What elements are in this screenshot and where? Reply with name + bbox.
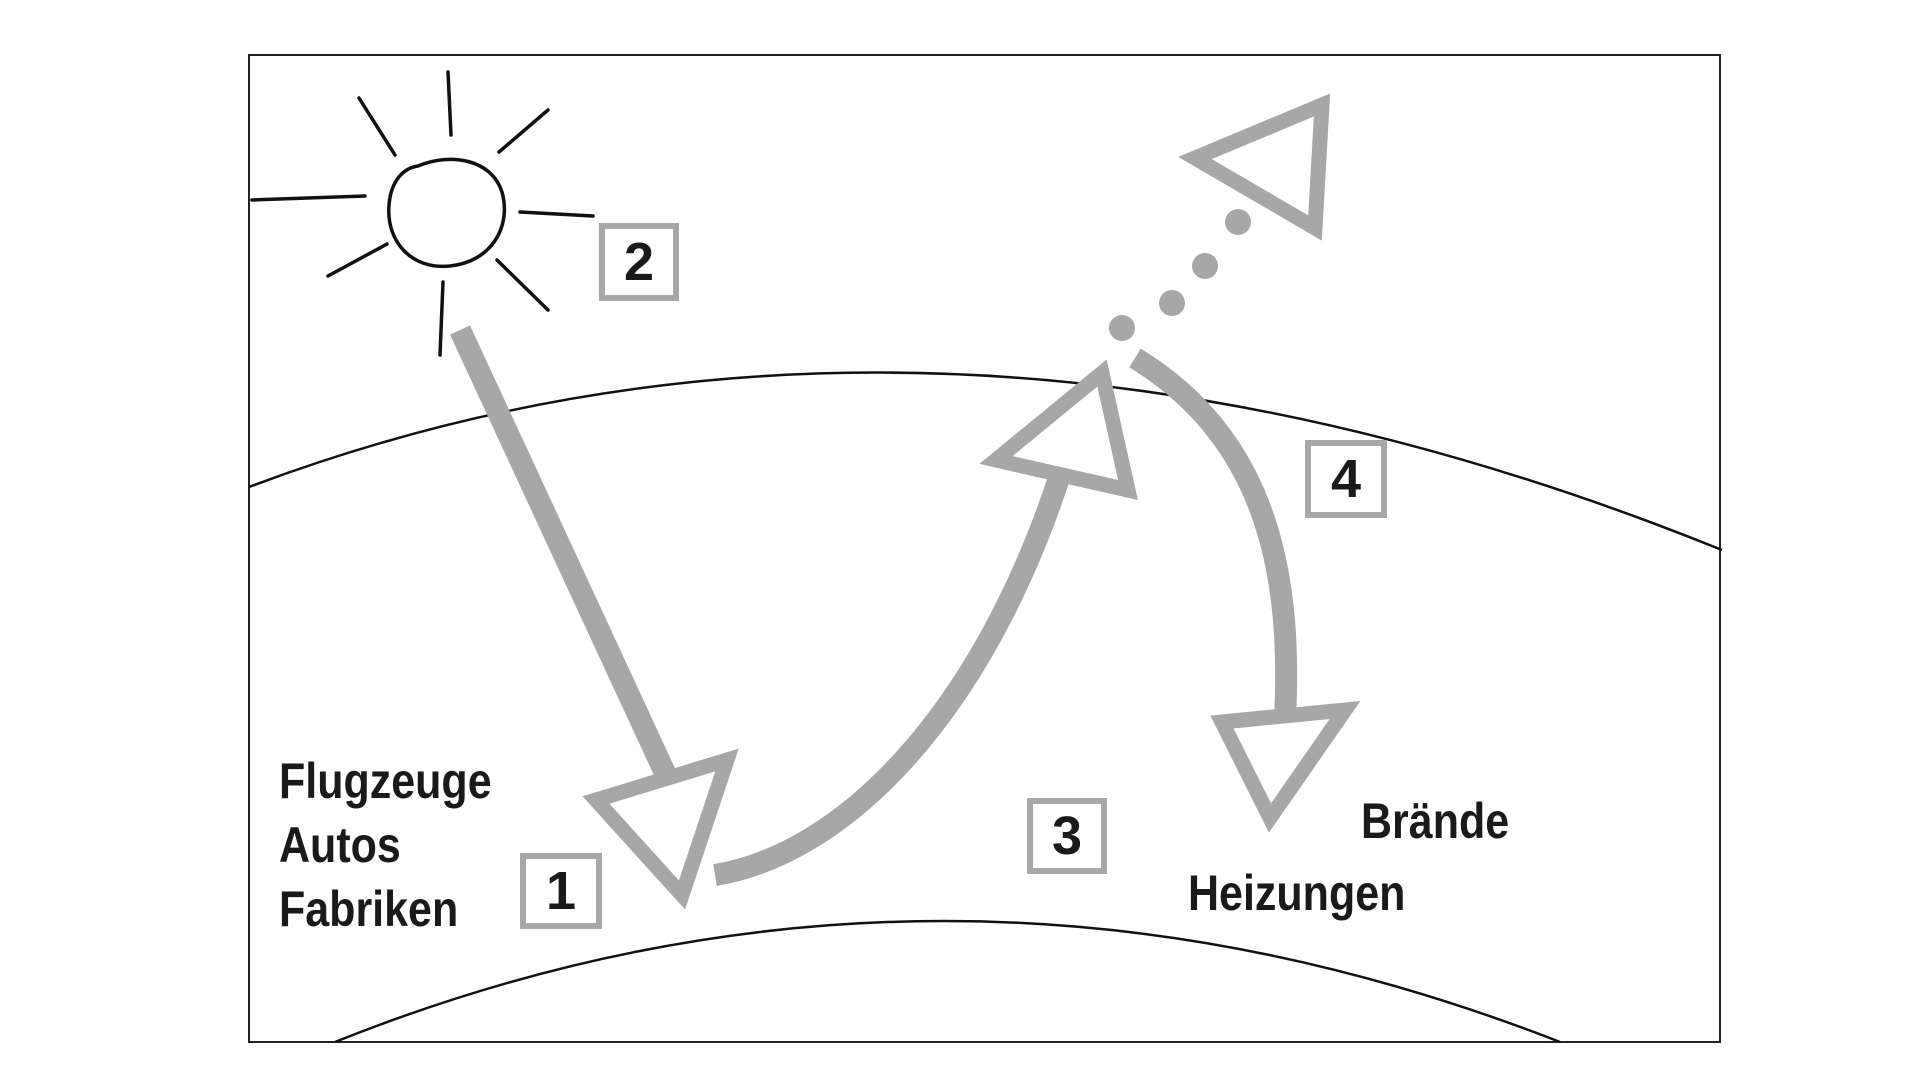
back-radiation-arrow bbox=[1129, 348, 1361, 833]
sun-icon bbox=[250, 70, 595, 357]
source-label-fabriken: Fabriken bbox=[279, 881, 459, 937]
marker-4: 4 bbox=[1305, 440, 1387, 518]
earth-surface-curve bbox=[334, 919, 1561, 1044]
source-label-braende: Brände bbox=[1361, 793, 1510, 849]
incoming-radiation-arrow bbox=[450, 325, 739, 910]
marker-1: 1 bbox=[520, 853, 602, 929]
source-label-heizungen: Heizungen bbox=[1188, 865, 1406, 921]
marker-2: 2 bbox=[599, 223, 679, 301]
escape-arrow-head bbox=[1178, 93, 1331, 241]
escape-dotted-path bbox=[1109, 209, 1251, 341]
emission-arrow bbox=[713, 359, 1138, 886]
diagram-frame bbox=[248, 54, 1721, 1043]
source-label-autos: Autos bbox=[279, 817, 401, 873]
marker-3: 3 bbox=[1027, 798, 1107, 874]
atmosphere-boundary-curve bbox=[248, 371, 1723, 552]
source-label-flugzeuge: Flugzeuge bbox=[279, 753, 492, 809]
